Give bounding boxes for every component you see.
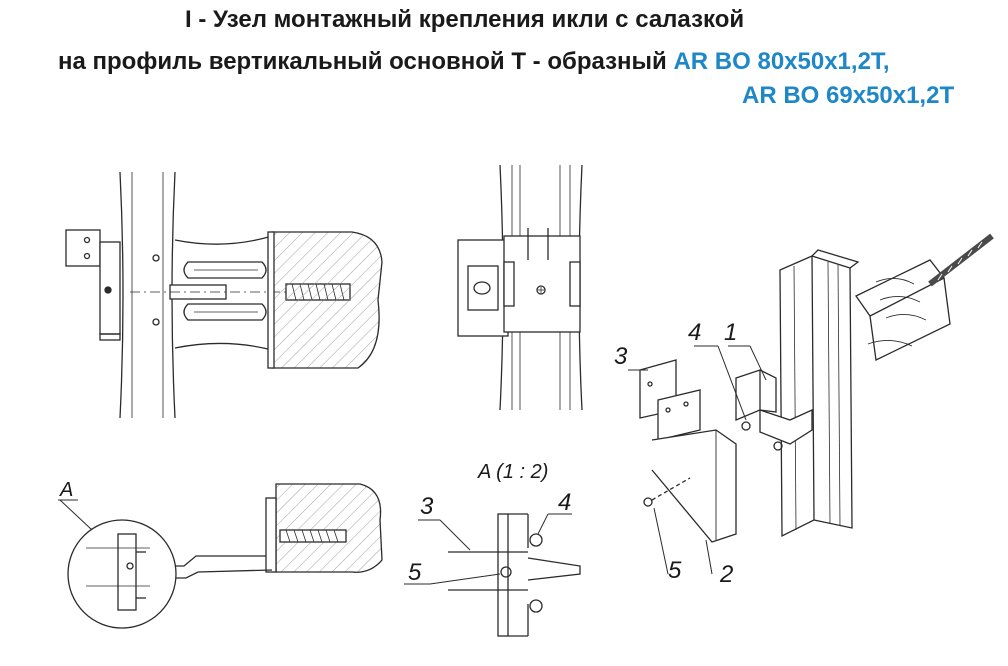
isometric-view [628,233,994,575]
part-4-label: 4 [688,319,701,346]
profile-code-69: AR BO 69x50x1,2T [742,82,955,109]
part-1-label: 1 [724,319,737,346]
front-view [457,164,583,411]
part-3-label: 3 [614,343,628,370]
detail-a-view [404,513,581,637]
detail-a-marker: A [59,479,73,501]
profile-code-80: AR BO 80x50x1,2T, [673,48,890,75]
detail-part-4-label: 4 [558,489,571,516]
side-view [65,171,383,419]
part-5-label: 5 [668,557,682,584]
title-line-2: на профиль вертикальный основной Т - обр… [58,48,890,76]
part-2-label: 2 [719,561,733,588]
detail-part-5-label: 5 [408,559,422,586]
title-line-1: I - Узел монтажный крепления икли с сала… [185,6,745,33]
detail-a-scale: A (1 : 2) [477,461,548,483]
plan-view [58,483,383,629]
title-line-2-text: на профиль вертикальный основной Т - обр… [58,48,674,75]
detail-part-3-label: 3 [420,493,434,520]
